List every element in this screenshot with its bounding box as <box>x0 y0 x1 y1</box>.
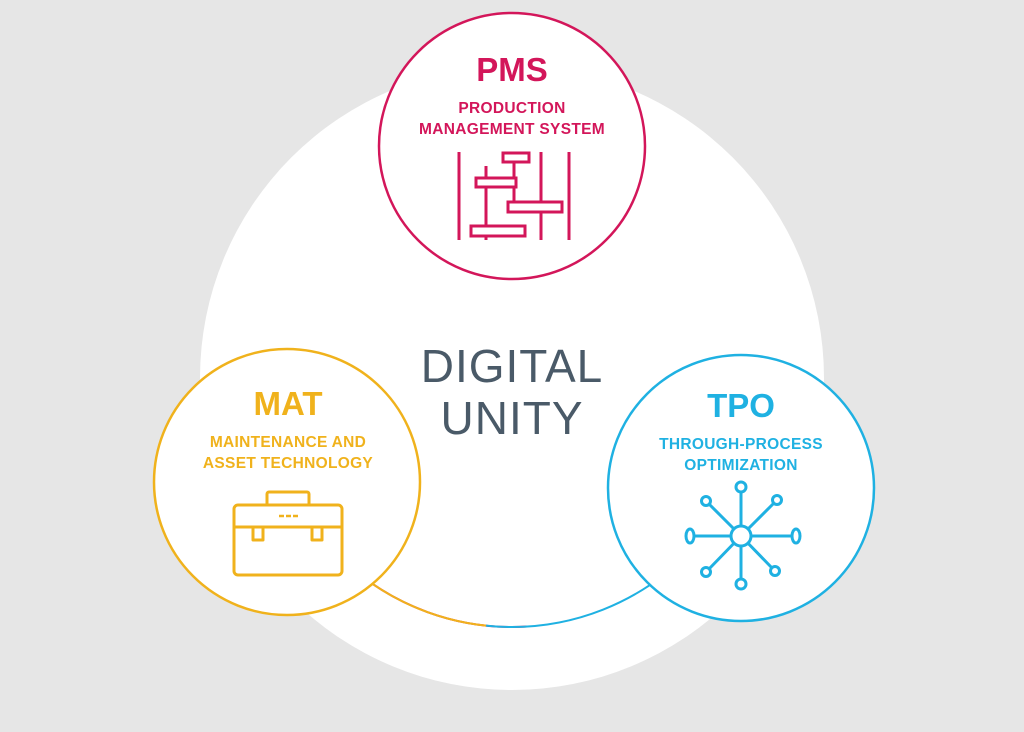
mat-abbr: MAT <box>253 385 323 422</box>
pms-name-line1: PRODUCTION <box>458 100 566 117</box>
pms-label: PMS PRODUCTION MANAGEMENT SYSTEM <box>392 52 632 140</box>
center-title-line2: UNITY <box>440 392 584 444</box>
mat-name-line1: MAINTENANCE AND <box>209 434 367 451</box>
toolbox-icon <box>232 490 344 577</box>
center-title-line1: DIGITAL <box>420 340 604 392</box>
tpo-name-line1: THROUGH-PROCESS <box>659 436 823 453</box>
tpo-node <box>606 353 876 623</box>
tpo-abbr: TPO <box>707 387 775 424</box>
mat-node <box>152 347 422 617</box>
pms-node <box>377 11 647 281</box>
mat-name-line2: ASSET TECHNOLOGY <box>202 455 374 472</box>
center-title: DIGITAL UNITY <box>362 340 662 444</box>
pms-abbr: PMS <box>476 51 548 88</box>
mat-label: MAT MAINTENANCE AND ASSET TECHNOLOGY <box>165 386 411 474</box>
tpo-name-line2: OPTIMIZATION <box>684 457 798 474</box>
pms-name-line2: MANAGEMENT SYSTEM <box>419 121 605 138</box>
gantt-chart-icon <box>457 151 571 240</box>
mat-circle <box>152 347 422 617</box>
pms-circle <box>377 11 647 281</box>
tpo-label: TPO THROUGH-PROCESS OPTIMIZATION <box>618 388 864 476</box>
network-hub-icon <box>684 480 802 591</box>
